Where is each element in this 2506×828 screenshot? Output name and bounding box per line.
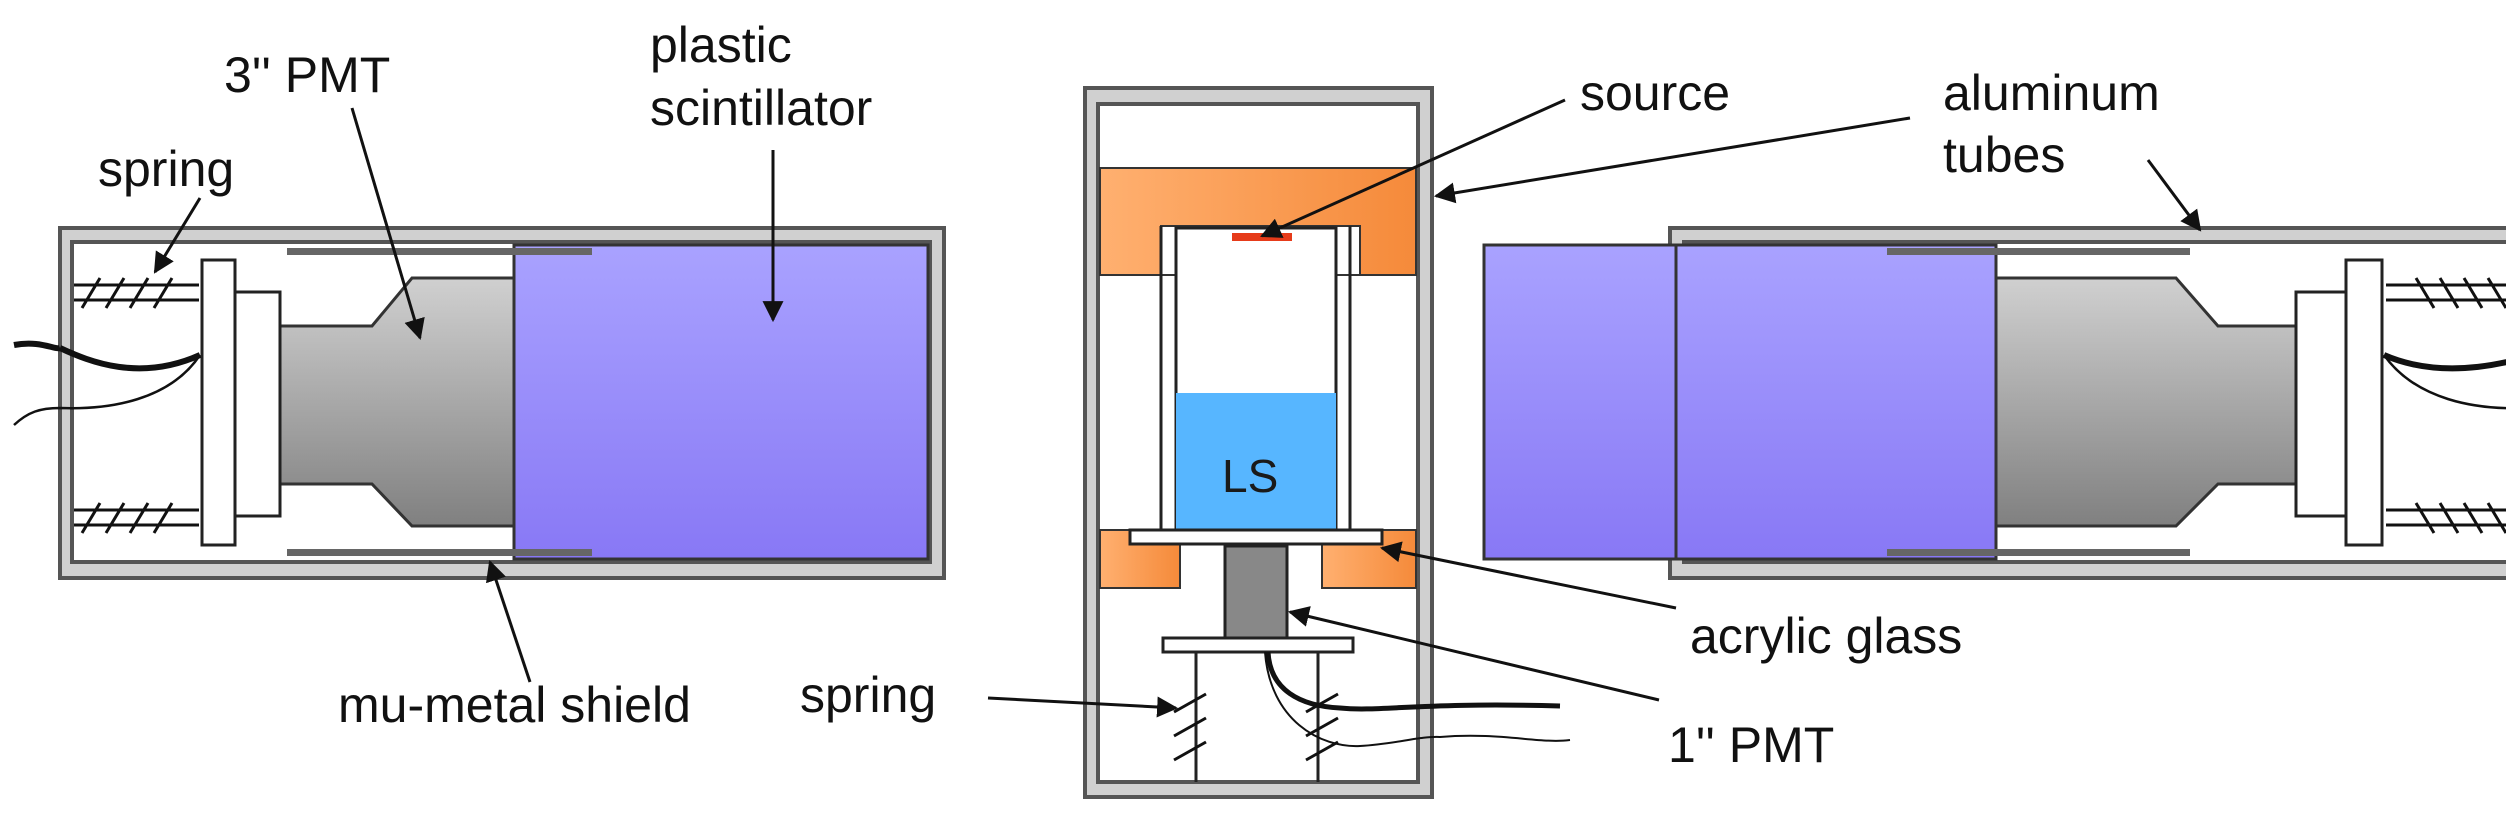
left-spring-bottom <box>74 502 199 534</box>
aluminum-center-arrow <box>1433 116 1911 204</box>
label-source: source <box>1580 65 1730 121</box>
leader-lines <box>153 98 2202 718</box>
left-detector <box>13 226 946 580</box>
acrylic-glass-plate <box>1128 528 1384 546</box>
pmt3-arrow <box>350 107 425 341</box>
center-pmt-base <box>1161 636 1355 654</box>
label-pmt3: 3'' PMT <box>224 47 390 103</box>
source-arrow <box>1260 98 1566 238</box>
right-mu-metal-top <box>1887 248 2190 255</box>
left-pmt-base <box>233 290 282 518</box>
right-backing-plate <box>2344 258 2384 547</box>
right-detector <box>1482 226 2506 580</box>
right-cable-thin <box>2382 354 2506 410</box>
right-cable-thick <box>2382 352 2506 372</box>
right-mu-metal-bottom <box>1887 549 2190 556</box>
center-cable-thin <box>1264 651 1571 748</box>
right-aluminum-tube <box>1668 226 2506 580</box>
label-spring-left: spring <box>98 141 234 197</box>
label-pmt1: 1'' PMT <box>1668 717 1834 773</box>
center-pmt-1inch <box>1223 544 1289 640</box>
left-cable-thick <box>13 340 202 372</box>
right-plastic-scintillator <box>1674 243 1998 561</box>
left-pmt-3inch <box>278 276 516 528</box>
center-cable-thick <box>1265 651 1561 712</box>
left-cable-thin <box>13 354 202 426</box>
aluminum-right-arrow <box>2146 159 2202 232</box>
spring-left-arrow <box>153 197 202 274</box>
center-aluminum-tube <box>1083 86 1434 799</box>
pmt1-arrow <box>1287 606 1660 702</box>
label-spring-center: spring <box>800 667 936 723</box>
spring-center-arrow <box>987 696 1179 718</box>
left-mu-metal-top <box>287 248 592 255</box>
liquid-scintillator <box>1176 393 1336 530</box>
right-spring-bottom <box>2386 502 2506 534</box>
mu-metal-arrow <box>486 560 532 683</box>
label-mu-metal: mu-metal shield <box>338 677 691 733</box>
label-plastic-line1: plastic <box>650 17 792 73</box>
acrylic-arrow <box>1379 541 1677 610</box>
right-spring-top <box>2386 277 2506 309</box>
left-aluminum-tube <box>58 226 946 580</box>
right-pmt-3inch <box>1994 276 2298 528</box>
right-pmt-base <box>2294 290 2348 518</box>
label-acrylic: acrylic glass <box>1690 608 1962 664</box>
center-detector <box>1083 86 1571 799</box>
left-backing-plate <box>200 258 237 547</box>
left-mu-metal-bottom <box>287 549 592 556</box>
left-spring-top <box>74 277 199 309</box>
left-plastic-scintillator <box>512 243 930 561</box>
label-ls: LS <box>1222 450 1278 502</box>
label-aluminum-line1: aluminum <box>1943 65 2160 121</box>
source-marker <box>1232 233 1292 241</box>
label-plastic-line2: scintillator <box>650 80 872 136</box>
label-aluminum-line2: tubes <box>1943 127 2065 183</box>
